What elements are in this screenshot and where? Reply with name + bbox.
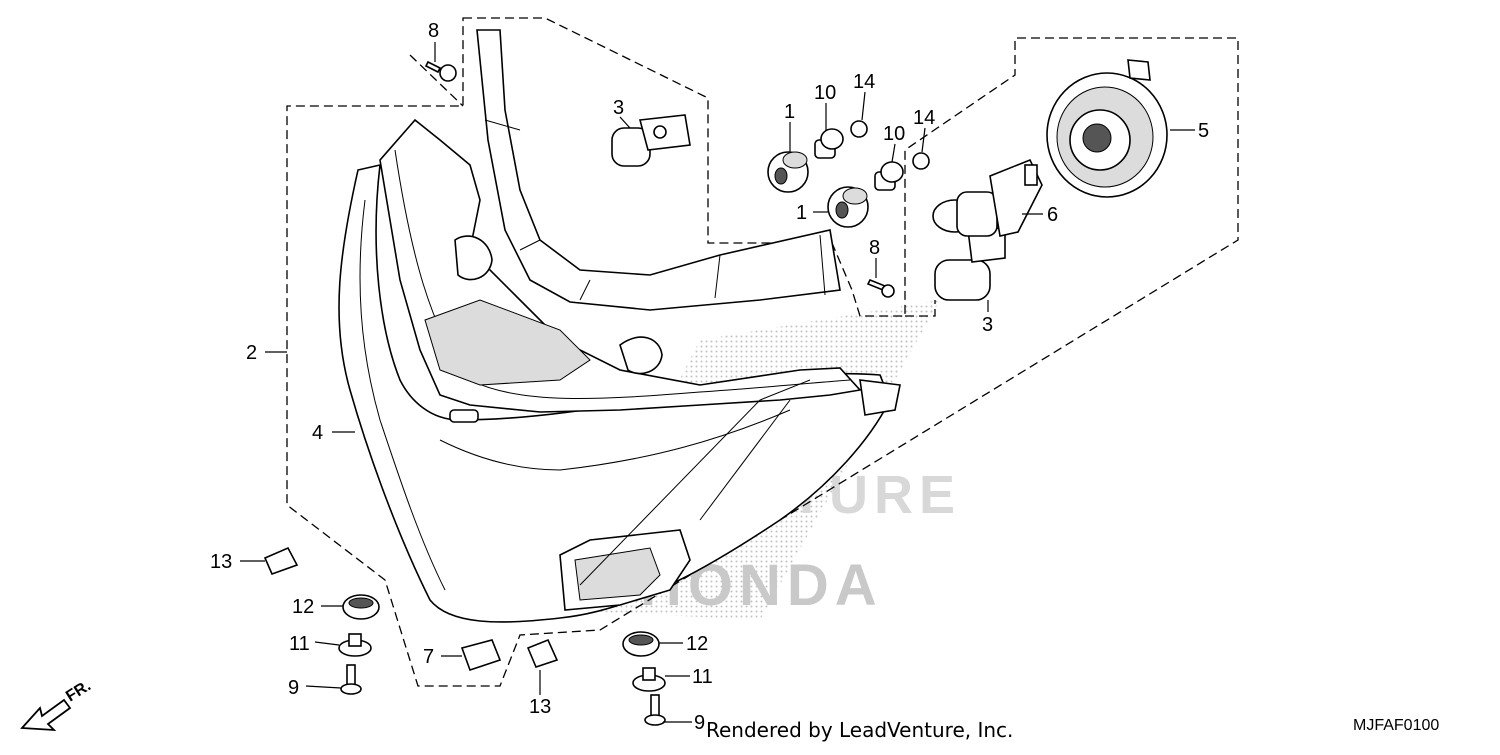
callout-14: 14 xyxy=(913,107,935,129)
callouts: 8 3 1 10 14 10 14 1 8 5 6 3 2 4 13 12 11… xyxy=(210,20,1209,734)
callout-2: 2 xyxy=(246,342,257,364)
trim-strip xyxy=(476,29,841,311)
render-credit: Rendered by LeadVenture, Inc. xyxy=(706,718,1014,742)
fr-label: FR. xyxy=(63,677,94,705)
pad-part-7 xyxy=(460,639,502,672)
collar-part-10 xyxy=(814,128,904,191)
collar-part-11 xyxy=(338,633,666,692)
grommet-part-12 xyxy=(342,594,660,657)
callout-8: 8 xyxy=(869,237,880,259)
callout-12: 12 xyxy=(292,596,314,618)
grommet-part-1 xyxy=(767,151,869,228)
callout-11: 11 xyxy=(692,666,713,688)
screw-part-9 xyxy=(340,664,666,726)
leader-lines xyxy=(240,42,1195,723)
callout-5: 5 xyxy=(1198,120,1209,142)
callout-10: 10 xyxy=(883,123,905,145)
callout-8: 8 xyxy=(428,20,439,42)
callout-3: 3 xyxy=(982,314,993,336)
screw-part-8 xyxy=(424,60,895,298)
callout-13: 13 xyxy=(529,696,551,718)
callout-4: 4 xyxy=(312,422,323,444)
callout-3: 3 xyxy=(613,97,624,119)
socket-cover-part-5 xyxy=(1046,59,1168,198)
callout-12: 12 xyxy=(686,633,708,655)
callout-10: 10 xyxy=(814,82,836,104)
headlight-assembly xyxy=(338,118,901,623)
callout-1: 1 xyxy=(784,101,795,123)
callout-13: 13 xyxy=(210,551,232,573)
diagram-code: MJFAF0100 xyxy=(1353,717,1440,734)
callout-1: 1 xyxy=(796,202,807,224)
bulb-part-3-upper xyxy=(611,114,691,167)
callout-6: 6 xyxy=(1047,204,1058,226)
callout-9: 9 xyxy=(288,677,299,699)
nut-part-14 xyxy=(850,120,930,170)
callout-11: 11 xyxy=(289,633,310,655)
callout-7: 7 xyxy=(423,646,434,668)
clip-part-13 xyxy=(263,546,559,668)
bulb-part-6 xyxy=(932,158,1043,237)
callout-9: 9 xyxy=(694,712,705,734)
bulb-part-3-lower xyxy=(934,227,1006,301)
front-direction-arrow: FR. xyxy=(20,677,94,732)
callout-14: 14 xyxy=(853,71,875,93)
